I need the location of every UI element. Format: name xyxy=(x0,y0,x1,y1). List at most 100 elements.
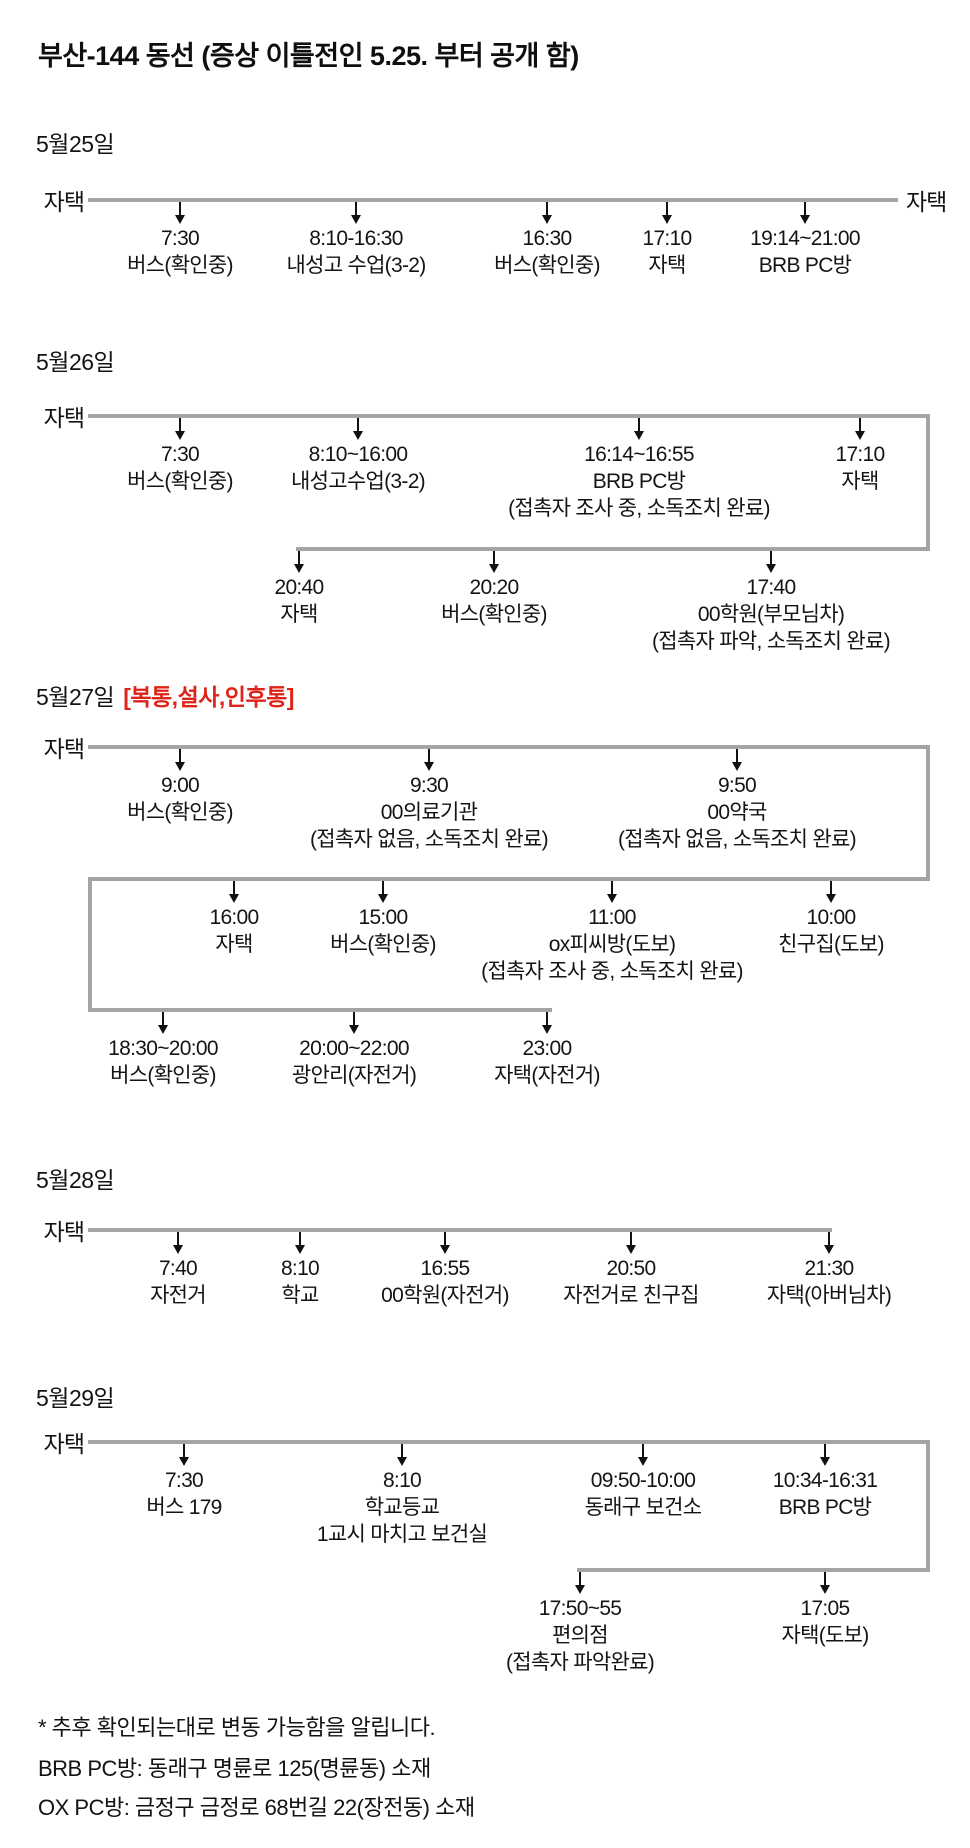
stop-detail: 자택 xyxy=(280,603,318,626)
day-label: 5월27일[복통,설사,인후통] xyxy=(36,678,294,712)
stop-detail: 내성고 수업(3-2) xyxy=(286,254,426,277)
down-arrow-icon xyxy=(156,1011,170,1035)
home-start-label: 자택 xyxy=(43,1431,85,1457)
stop-detail: (접촉자 조사 중, 소독조치 완료) xyxy=(481,960,743,983)
stop-time: 23:00 xyxy=(522,1037,572,1060)
stop-detail: 버스(확인중) xyxy=(127,254,233,277)
stop-detail: 친구집(도보) xyxy=(778,933,884,956)
down-arrow-icon xyxy=(730,748,744,772)
down-arrow-icon xyxy=(171,1231,185,1255)
home-start-label: 자택 xyxy=(43,405,85,431)
timeline-connector xyxy=(926,745,930,881)
timeline-line xyxy=(88,1228,832,1232)
down-arrow-icon xyxy=(438,1231,452,1255)
stop-detail: 편의점 xyxy=(552,1624,609,1647)
stop-time: 21:30 xyxy=(804,1257,854,1280)
day-label: 5월26일 xyxy=(36,343,115,377)
footnote: OX PC방: 금정구 금정로 68번길 22(장전동) 소재 xyxy=(38,1795,475,1820)
stop-detail: 00약국 xyxy=(707,801,767,824)
stop-detail: 버스(확인중) xyxy=(441,603,547,626)
down-arrow-icon xyxy=(605,880,619,904)
date-label: 5월25일 xyxy=(36,131,115,157)
down-arrow-icon xyxy=(487,550,501,574)
stop-detail: 광안리(자전거) xyxy=(291,1064,417,1087)
stop-time: 8:10~16:00 xyxy=(308,443,408,466)
stop-time: 16:55 xyxy=(420,1257,470,1280)
stop-detail: 학교 xyxy=(281,1284,319,1307)
stop-detail: 버스(확인중) xyxy=(110,1064,216,1087)
page-title: 부산-144 동선 (증상 이틀전인 5.25. 부터 공개 함) xyxy=(38,41,579,71)
stop-detail: 자택 xyxy=(648,254,686,277)
stop-time: 17:50~55 xyxy=(538,1597,622,1620)
stop-detail: ox피씨방(도보) xyxy=(548,933,676,956)
date-label: 5월26일 xyxy=(36,349,115,375)
stop-time: 8:10 xyxy=(382,1469,422,1492)
stop-detail: BRB PC방 xyxy=(592,470,686,493)
stop-detail: 자택(자전거) xyxy=(494,1064,600,1087)
stop-time: 09:50-10:00 xyxy=(590,1469,696,1492)
timeline-line xyxy=(88,877,930,881)
stop-time: 8:10 xyxy=(280,1257,320,1280)
down-arrow-icon xyxy=(660,201,674,225)
date-label: 5월28일 xyxy=(36,1167,115,1193)
stop-detail: 자택(도보) xyxy=(781,1624,869,1647)
stop-detail: 자택(아버님차) xyxy=(766,1284,892,1307)
down-arrow-icon xyxy=(573,1571,587,1595)
stop-time: 16:14~16:55 xyxy=(584,443,694,466)
footnote: BRB PC방: 동래구 명륜로 125(명륜동) 소재 xyxy=(38,1756,431,1781)
timeline-connector xyxy=(926,1440,930,1572)
down-arrow-icon xyxy=(173,417,187,441)
stop-time: 9:50 xyxy=(717,774,757,797)
timeline-line xyxy=(296,547,930,551)
stop-time: 17:10 xyxy=(835,443,885,466)
timeline-line xyxy=(88,1008,552,1012)
stop-time: 15:00 xyxy=(358,906,408,929)
down-arrow-icon xyxy=(818,1443,832,1467)
stop-time: 10:00 xyxy=(806,906,856,929)
down-arrow-icon xyxy=(173,201,187,225)
stop-time: 20:50 xyxy=(606,1257,656,1280)
stop-detail: (접촉자 파악완료) xyxy=(505,1651,655,1674)
timeline-stop: 17:05 자택(도보) xyxy=(615,1571,970,1649)
down-arrow-icon xyxy=(540,201,554,225)
down-arrow-icon xyxy=(853,417,867,441)
stop-detail: 내성고수업(3-2) xyxy=(291,470,426,493)
stop-time: 10:34-16:31 xyxy=(772,1469,878,1492)
down-arrow-icon xyxy=(798,201,812,225)
timeline-stop: 8:10~16:00 내성고수업(3-2) xyxy=(148,417,568,495)
stop-detail: BRB PC방 xyxy=(778,1496,872,1519)
stop-detail: BRB PC방 xyxy=(758,254,852,277)
home-end-label: 자택 xyxy=(906,189,947,215)
stop-detail: 동래구 보건소 xyxy=(584,1496,703,1519)
down-arrow-icon xyxy=(349,201,363,225)
stop-time: 18:30~20:00 xyxy=(108,1037,218,1060)
footnote: * 추후 확인되는대로 변동 가능함을 알립니다. xyxy=(38,1715,436,1740)
stop-detail: (접촉자 조사 중, 소독조치 완료) xyxy=(508,497,770,520)
stop-detail: 1교시 마치고 보건실 xyxy=(316,1523,488,1546)
stop-detail: 자택 xyxy=(215,933,253,956)
down-arrow-icon xyxy=(636,1443,650,1467)
stop-time: 17:05 xyxy=(800,1597,850,1620)
down-arrow-icon xyxy=(824,880,838,904)
down-arrow-icon xyxy=(422,748,436,772)
timeline-stop: 10:00 친구집(도보) xyxy=(621,880,970,958)
timeline-line xyxy=(88,414,930,418)
stop-detail: (접촉자 없음, 소독조치 완료) xyxy=(310,828,549,851)
down-arrow-icon xyxy=(292,550,306,574)
